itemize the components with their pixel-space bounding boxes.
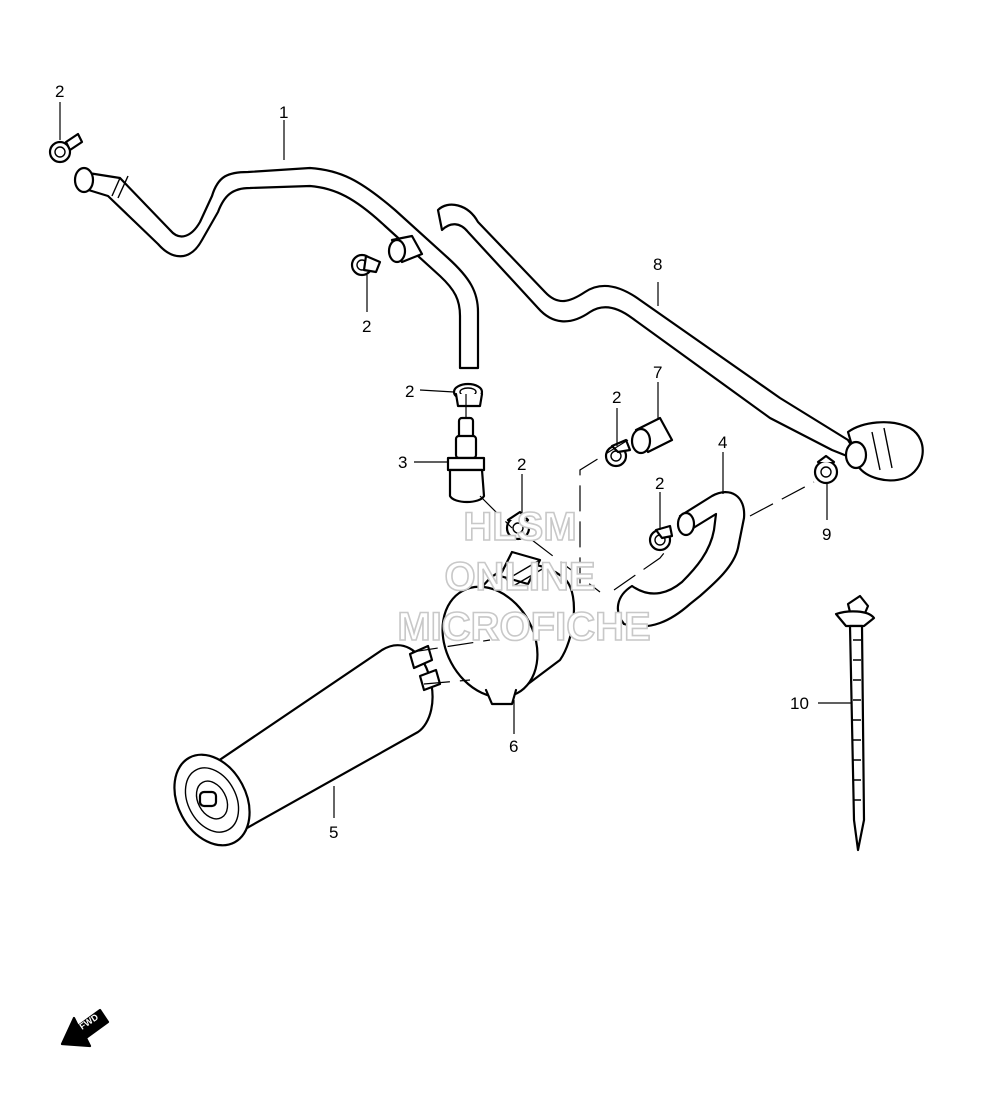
hose-clamp-2d[interactable] bbox=[604, 438, 632, 468]
hose-1[interactable] bbox=[73, 166, 480, 370]
callout-2: 2 bbox=[55, 82, 64, 101]
callout-9: 9 bbox=[822, 525, 831, 544]
assembly-lines bbox=[411, 394, 815, 685]
callout-5: 5 bbox=[329, 823, 338, 842]
callout-8: 8 bbox=[653, 255, 662, 274]
callout-4: 4 bbox=[718, 433, 727, 452]
callout-2: 2 bbox=[362, 317, 371, 336]
holder-6[interactable] bbox=[424, 550, 576, 714]
fwd-arrow-icon: FWD bbox=[60, 1008, 110, 1048]
callout-6: 6 bbox=[509, 737, 518, 756]
callout-2: 2 bbox=[517, 455, 526, 474]
short-hose[interactable] bbox=[387, 234, 424, 264]
callout-2: 2 bbox=[405, 382, 414, 401]
leader-lines bbox=[59, 102, 852, 818]
hose-clamp-9[interactable] bbox=[813, 454, 839, 485]
watermark: HLSM ONLINE MICROFICHE bbox=[397, 504, 652, 650]
hose-clamp-2f[interactable] bbox=[505, 510, 531, 541]
hose-clamp-2c[interactable] bbox=[452, 382, 484, 408]
hose-8[interactable] bbox=[436, 203, 924, 482]
hose-clamp-2b[interactable] bbox=[350, 253, 382, 277]
watermark-line-3: MICROFICHE bbox=[397, 605, 650, 649]
hose-clamp-2a[interactable] bbox=[48, 132, 84, 164]
cable-tie-10[interactable] bbox=[834, 594, 876, 852]
watermark-line-1: HLSM bbox=[463, 505, 576, 549]
watermark-line-2: ONLINE bbox=[444, 555, 595, 599]
hose-4[interactable] bbox=[616, 491, 746, 628]
callout-2: 2 bbox=[655, 474, 664, 493]
callout-7: 7 bbox=[653, 363, 662, 382]
fitting-3[interactable] bbox=[446, 416, 486, 504]
sleeve-7[interactable] bbox=[630, 416, 674, 455]
hose-clamp-2e[interactable] bbox=[648, 524, 674, 552]
callout-2: 2 bbox=[612, 388, 621, 407]
callout-10: 10 bbox=[790, 694, 809, 713]
fuel-pump-5[interactable] bbox=[159, 644, 442, 858]
callouts: 2 1 2 8 2 7 2 4 3 2 2 9 10 6 5 bbox=[55, 82, 831, 842]
callout-1: 1 bbox=[279, 103, 288, 122]
callout-3: 3 bbox=[398, 453, 407, 472]
